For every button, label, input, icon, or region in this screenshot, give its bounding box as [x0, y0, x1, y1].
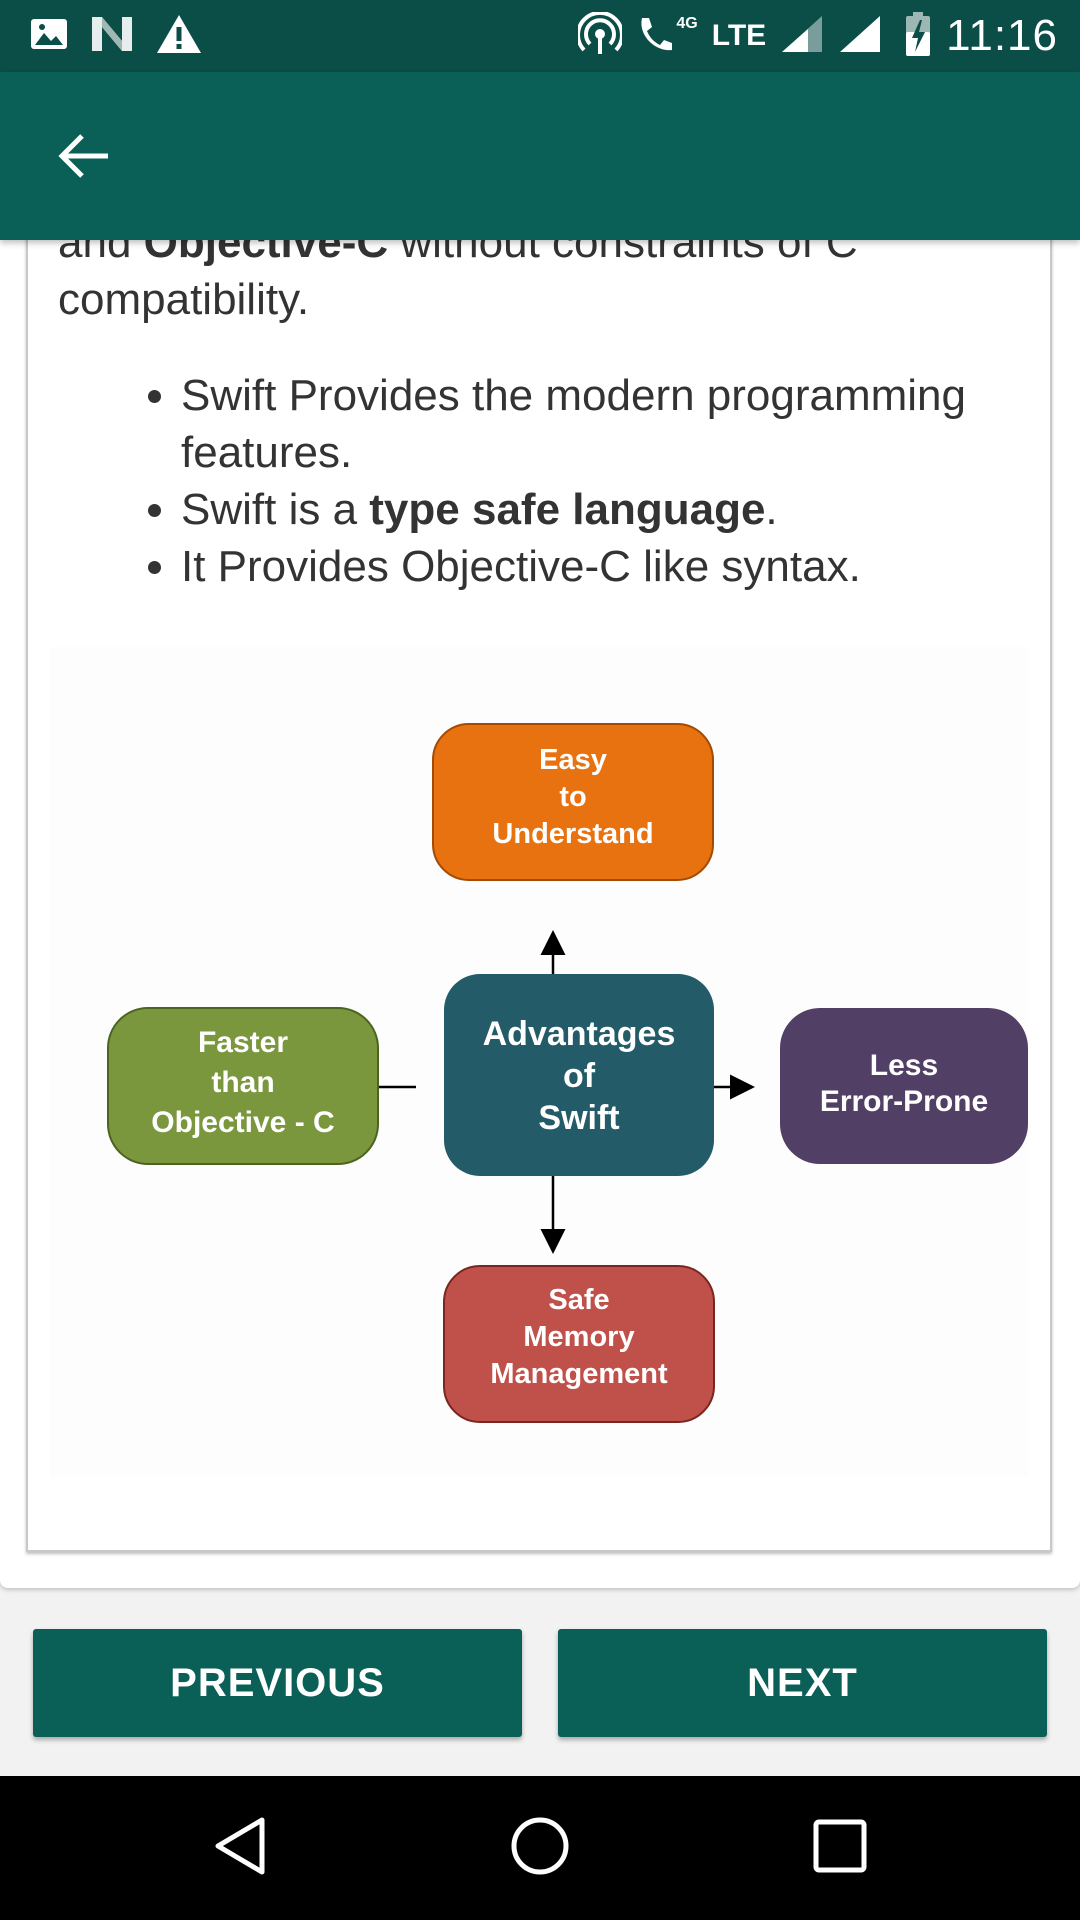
svg-text:Safe: Safe: [548, 1284, 609, 1316]
image-icon: [30, 18, 68, 55]
battery-charging-icon: [904, 11, 932, 61]
svg-text:Swift: Swift: [538, 1099, 619, 1137]
recents-square-icon: [812, 1818, 868, 1879]
svg-text:than: than: [211, 1066, 274, 1099]
n-icon: [90, 15, 134, 58]
node-advantages-of-swift: Advantages of Swift: [444, 974, 714, 1176]
list-item-text: Swift is a: [181, 485, 370, 534]
svg-text:Advantages: Advantages: [483, 1015, 676, 1053]
back-button[interactable]: [48, 122, 120, 194]
system-home-button[interactable]: [504, 1812, 576, 1884]
svg-text:Memory: Memory: [523, 1321, 634, 1353]
system-back-button[interactable]: [204, 1812, 276, 1884]
app-bar: [0, 72, 1080, 240]
svg-text:Less: Less: [870, 1049, 938, 1082]
intro-paragraph: and Objective-C without constraints of C…: [58, 240, 998, 328]
arrow-left-icon: [58, 133, 110, 184]
node-safe-memory-management: Safe Memory Management: [443, 1265, 715, 1423]
back-triangle-icon: [212, 1816, 268, 1881]
list-item-text: Swift Provides the modern programming fe…: [181, 371, 966, 477]
signal-icon: [780, 14, 824, 59]
paragraph-text: and: [58, 240, 144, 267]
content-card: and Objective-C without constraints of C…: [0, 240, 1080, 1588]
svg-text:of: of: [563, 1057, 596, 1095]
navigation-buttons: PREVIOUS NEXT: [0, 1588, 1080, 1776]
svg-text:Management: Management: [490, 1358, 668, 1390]
clock: 11:16: [946, 11, 1058, 60]
svg-text:Objective - C: Objective - C: [151, 1106, 334, 1139]
node-easy-to-understand: Easy to Understand: [432, 723, 714, 881]
svg-text:Faster: Faster: [198, 1026, 288, 1059]
lesson-content[interactable]: and Objective-C without constraints of C…: [26, 240, 1052, 1552]
paragraph-bold-text: Objective-C: [143, 240, 389, 267]
wifi-call-icon: [636, 14, 673, 59]
warning-icon: [156, 14, 202, 59]
hotspot-icon: [576, 10, 625, 61]
previous-button[interactable]: PREVIOUS: [33, 1629, 522, 1737]
system-recents-button[interactable]: [804, 1812, 876, 1884]
svg-text:Understand: Understand: [492, 818, 653, 850]
node-less-error-prone: Less Error-Prone: [780, 1008, 1028, 1164]
svg-text:Error-Prone: Error-Prone: [820, 1085, 988, 1118]
list-item: It Provides Objective-C like syntax.: [181, 538, 998, 595]
svg-text:to: to: [559, 781, 586, 813]
advantages-diagram: Easy to Understand Advantages of Swift F…: [50, 647, 1028, 1477]
paragraph-text: without constraints of C compatibility.: [58, 240, 858, 324]
signal-icon: [838, 14, 882, 59]
network-type-label: LTE: [711, 19, 767, 52]
next-button[interactable]: NEXT: [558, 1629, 1047, 1737]
status-bar: 4G LTE 11:16: [0, 0, 1080, 72]
list-item-text: It Provides Objective-C like syntax.: [181, 542, 861, 591]
list-item-text: .: [765, 485, 778, 534]
feature-list: Swift Provides the modern programming fe…: [58, 367, 998, 595]
call-network-label: 4G: [676, 15, 698, 32]
system-navigation-bar: [0, 1776, 1080, 1920]
svg-text:Easy: Easy: [539, 744, 607, 776]
home-circle-icon: [510, 1816, 570, 1881]
list-item-bold-text: type safe language: [369, 485, 766, 534]
diagram-svg: Easy to Understand Advantages of Swift F…: [107, 723, 1028, 1423]
list-item: Swift Provides the modern programming fe…: [181, 367, 998, 481]
node-faster-than-objective-c: Faster than Objective - C: [107, 1007, 379, 1165]
list-item: Swift is a type safe language.: [181, 481, 998, 538]
